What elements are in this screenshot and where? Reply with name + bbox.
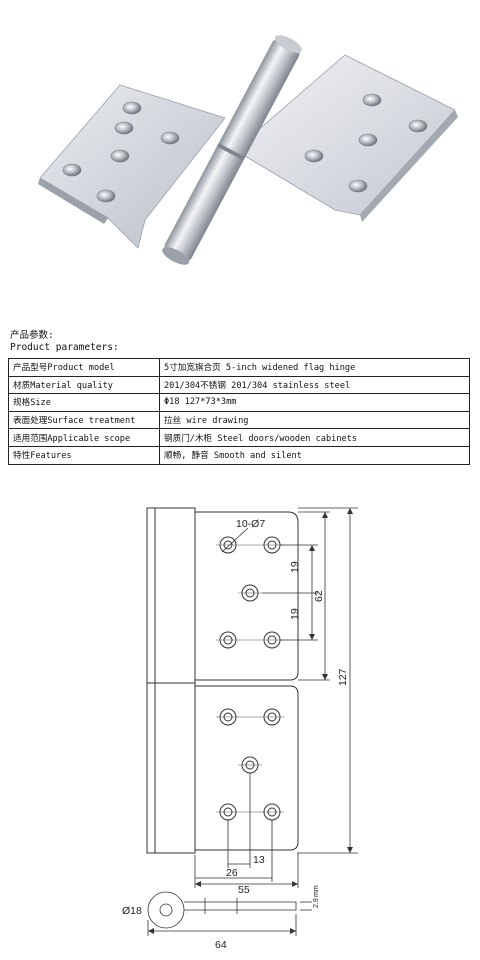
- spec-value: 顺畅, 静音 Smooth and silent: [159, 445, 470, 465]
- spec-key: 特性Features: [8, 445, 160, 465]
- table-row: 材质Material quality 201/304不锈钢 201/304 st…: [8, 375, 470, 395]
- knuckle-outline: [146, 507, 196, 854]
- spec-table: 产品型号Product model 5寸加宽旗合页 5-inch widened…: [8, 358, 470, 465]
- dim-26: 26: [226, 867, 238, 879]
- spec-value: Φ18 127*73*3mm: [159, 393, 470, 412]
- spec-key: 表面处理Surface treatment: [8, 410, 160, 430]
- spec-key: 产品型号Product model: [8, 358, 160, 377]
- table-row: 规格Size Φ18 127*73*3mm: [8, 393, 470, 412]
- spec-value: 5寸加宽旗合页 5-inch widened flag hinge: [159, 358, 470, 377]
- hole-count-label: 10-Ø7: [236, 518, 265, 530]
- spec-value: 拉丝 wire drawing: [159, 410, 470, 430]
- params-heading: 产品参数: Product parameters:: [10, 330, 119, 354]
- spec-key: 材质Material quality: [8, 375, 160, 395]
- spec-key: 适用范围Applicable scope: [8, 428, 160, 447]
- dim-127: 127: [337, 668, 349, 686]
- params-title-cn: 产品参数:: [10, 330, 54, 341]
- dim-diameter-18: Ø18: [122, 905, 142, 917]
- dim-19-lower: 19: [289, 608, 301, 620]
- dim-2-9: 2.9: [313, 898, 320, 908]
- product-photo: [38, 35, 458, 265]
- dim-62: 62: [313, 590, 325, 602]
- spec-value: 201/304不锈钢 201/304 stainless steel: [159, 375, 470, 395]
- spec-value: 钢质门/木柜 Steel doors/wooden cabinets: [159, 428, 470, 447]
- dim-13: 13: [253, 854, 265, 866]
- technical-drawing: 10-Ø7 19 19 62 127 13 26 55 Ø18 64 2.9 m…: [122, 507, 358, 951]
- params-title-en: Product parameters:: [10, 342, 119, 353]
- table-row: 产品型号Product model 5寸加宽旗合页 5-inch widened…: [8, 358, 470, 377]
- lower-leaf-outline: [195, 685, 299, 851]
- table-row: 表面处理Surface treatment 拉丝 wire drawing: [8, 410, 470, 430]
- spec-key: 规格Size: [8, 393, 160, 412]
- table-row: 适用范围Applicable scope 钢质门/木柜 Steel doors/…: [8, 428, 470, 447]
- dim-64: 64: [215, 939, 227, 951]
- dim-55: 55: [238, 884, 250, 896]
- dim-2-9-unit: mm: [313, 885, 320, 897]
- table-row: 特性Features 顺畅, 静音 Smooth and silent: [8, 445, 470, 465]
- dim-19-upper: 19: [289, 561, 301, 573]
- upper-leaf-outline: [195, 511, 299, 681]
